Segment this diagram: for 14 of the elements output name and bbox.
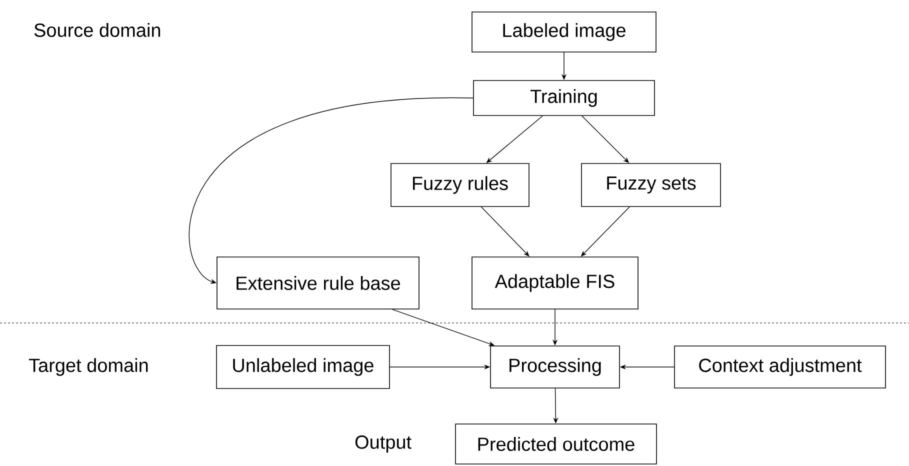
process-box: Extensive rule base	[216, 256, 420, 310]
process-box: Adaptable FIS	[472, 256, 638, 310]
process-box: Fuzzy sets	[581, 163, 721, 207]
process-box: Predicted outcome	[455, 424, 657, 464]
process-box: Processing	[490, 346, 620, 388]
process-box: Labeled image	[472, 12, 656, 52]
process-box: Training	[473, 80, 655, 116]
process-box: Unlabeled image	[216, 345, 390, 389]
section-label: Source domain	[34, 23, 160, 37]
side-label: Output	[355, 435, 412, 453]
section-label: Target domain	[28, 358, 148, 376]
process-box: Context adjustment	[674, 346, 886, 388]
arrow	[189, 98, 474, 284]
process-box: Fuzzy rules	[390, 163, 530, 207]
